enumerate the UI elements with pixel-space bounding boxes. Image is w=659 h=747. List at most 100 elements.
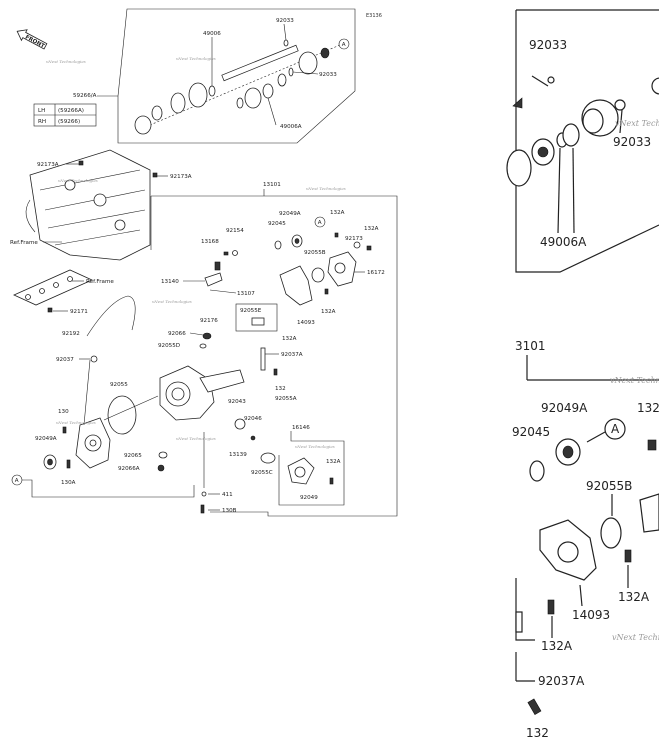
label-13140: 13140: [161, 279, 179, 285]
table-lh-side: LH: [38, 108, 45, 114]
zoom-label-132a-1: 132A: [618, 590, 650, 604]
label-92033-top: 92033: [276, 18, 294, 24]
label-92055a: 92055A: [275, 396, 297, 402]
watermark-4: vNext Technologies: [306, 186, 346, 191]
label-92154: 92154: [226, 228, 244, 234]
label-92033-right: 92033: [319, 72, 337, 78]
svg-text:A: A: [342, 42, 346, 48]
label-16172: 16172: [367, 270, 385, 276]
front-label: FRONT: [24, 34, 46, 49]
label-92049a-left: 92049A: [35, 436, 57, 442]
label-92055: 92055: [110, 382, 128, 388]
label-92037a: 92037A: [281, 352, 303, 358]
svg-text:A: A: [318, 220, 322, 226]
label-59266a: 59266/A: [73, 93, 97, 99]
zoom-panel: 92033 92033 49006A vNext Technologies 31…: [506, 9, 659, 740]
label-92065: 92065: [124, 453, 142, 459]
zoom-label-49006a: 49006A: [540, 235, 587, 249]
frame-assembly: [13, 149, 151, 306]
label-92173a-1: 92173A: [37, 162, 59, 168]
label-92173: 92173: [345, 236, 363, 242]
watermark-2: vNext Technologies: [176, 56, 216, 61]
zoom-label-132a-2: 132A: [541, 639, 573, 653]
label-14093: 14093: [297, 320, 315, 326]
label-13107: 13107: [237, 291, 255, 297]
callout-a-top: A: [338, 38, 350, 50]
label-92192: 92192: [62, 331, 80, 337]
watermark-8: vNext Technologies: [295, 444, 335, 449]
label-132a-5: 132A: [326, 459, 341, 465]
label-13101: 13101: [263, 182, 281, 188]
label-49006a: 49006A: [280, 124, 302, 130]
label-92055e: 92055E: [240, 308, 262, 314]
watermark-3: vNext Technologies: [58, 178, 98, 183]
label-92173a-2: 92173A: [170, 174, 192, 180]
gear-case-box: [151, 195, 398, 517]
table-lh-part: (59266A): [58, 108, 84, 114]
label-92171: 92171: [70, 309, 88, 315]
label-92046: 92046: [244, 416, 262, 422]
zoom-watermark-2: vNext Technologies: [610, 376, 659, 385]
label-132a-4: 132A: [282, 336, 297, 342]
main-diagram: E3136 FRONT LH (59266A) RH (59266): [10, 8, 398, 517]
watermark-5: vNext Technologies: [152, 299, 192, 304]
zoom-label-92049a: 92049A: [541, 401, 588, 415]
zoom-label-92033-a: 92033: [529, 38, 567, 52]
zoom-label-14093: 14093: [572, 608, 610, 622]
diagram-code: E3136: [366, 13, 382, 19]
breather-hose: [86, 295, 136, 337]
oring-92055: [107, 395, 137, 435]
watermark-1: vNext Technologies: [46, 59, 86, 64]
zoom-label-92037a: 92037A: [538, 674, 585, 688]
gear-case-cover: [75, 417, 111, 469]
zoom-label-13101: 3101: [515, 339, 546, 353]
label-130b: 130B: [222, 508, 237, 514]
svg-text:A: A: [15, 478, 19, 484]
front-arrow-icon: FRONT: [16, 29, 48, 50]
watermark-6: vNext Technologies: [56, 420, 96, 425]
svg-text:A: A: [611, 422, 620, 436]
watermark-7: vNext Technologies: [176, 436, 216, 441]
label-92055c: 92055C: [251, 470, 273, 476]
ref-frame-1: Ref.Frame: [10, 240, 38, 246]
label-130a: 130A: [61, 480, 76, 486]
label-92176: 92176: [200, 318, 218, 324]
label-13139: 13139: [229, 452, 247, 458]
label-92037: 92037: [56, 357, 74, 363]
zoom-watermark-3: vNext Technologies: [612, 633, 659, 642]
label-132a-3: 132A: [321, 309, 336, 315]
label-92066a: 92066A: [118, 466, 140, 472]
zoom-label-92055b: 92055B: [586, 479, 632, 493]
zoom-label-92033-b: 92033: [613, 135, 651, 149]
label-130: 130: [58, 409, 69, 415]
callout-a-mid: A: [314, 216, 326, 228]
label-92043: 92043: [228, 399, 246, 405]
label-132: 132: [275, 386, 286, 392]
label-92049: 92049: [300, 495, 318, 501]
label-132a-2: 132A: [364, 226, 379, 232]
label-92066: 92066: [168, 331, 186, 337]
label-13168: 13168: [201, 239, 219, 245]
table-rh-side: RH: [38, 119, 46, 125]
callout-a-bottom: A: [11, 474, 23, 486]
zoom-label-92045: 92045: [512, 425, 550, 439]
label-92045: 92045: [268, 221, 286, 227]
zoom-label-132: 132: [526, 726, 549, 740]
label-92049a-top: 92049A: [279, 211, 301, 217]
label-92055d: 92055D: [158, 343, 180, 349]
box-92055e: [235, 303, 278, 332]
zoom-callout-a: A: [604, 418, 626, 440]
label-132a-1: 132A: [330, 210, 345, 216]
side-table: LH (59266A) RH (59266): [33, 103, 97, 127]
zoom-watermark-1: vNext Technologies: [615, 119, 659, 128]
table-rh-part: (59266): [58, 119, 80, 125]
label-49006: 49006: [203, 31, 221, 37]
label-411: 411: [222, 492, 233, 498]
label-16146: 16146: [292, 425, 310, 431]
drive-shaft-assembly: [134, 39, 341, 135]
gear-case: [159, 365, 256, 441]
ref-frame-2: Ref.Frame: [86, 279, 114, 285]
label-92055b: 92055B: [304, 250, 326, 256]
zoom-label-132-partial: 132: [637, 401, 659, 415]
